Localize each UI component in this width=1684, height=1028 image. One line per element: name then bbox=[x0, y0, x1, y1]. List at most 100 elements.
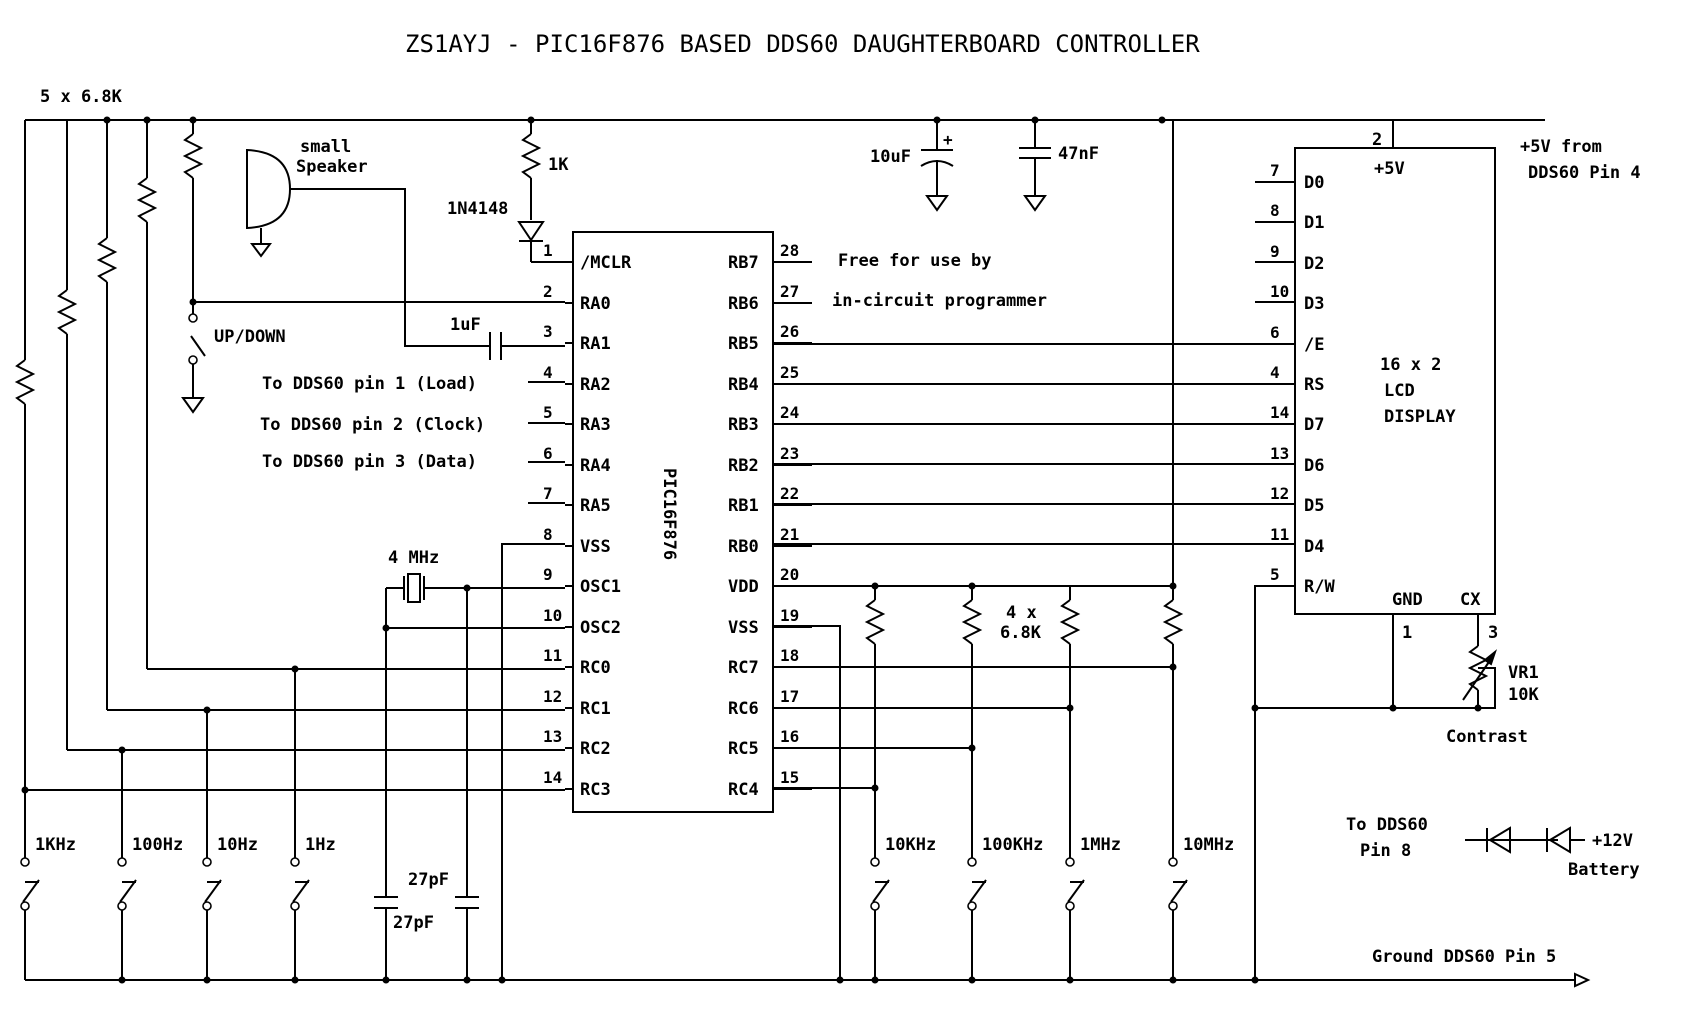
switch-right-2: 1MHz bbox=[1065, 835, 1121, 980]
capacitor-10uf: + bbox=[920, 120, 954, 212]
lcd-pin-name: D4 bbox=[1304, 537, 1324, 557]
switch-label: 1Hz bbox=[305, 835, 336, 855]
switch-left-2: 10Hz bbox=[202, 835, 258, 980]
chip-pin-number: 14 bbox=[543, 768, 562, 787]
svg-text:+: + bbox=[943, 130, 953, 149]
lcd-pin-name: D0 bbox=[1304, 173, 1324, 193]
contrast-potentiometer bbox=[1462, 645, 1498, 712]
switch-label: 100Hz bbox=[132, 835, 183, 855]
chip-pin-number: 2 bbox=[543, 282, 553, 301]
lcd-label-1: 16 x 2 bbox=[1380, 355, 1441, 375]
lcd-cx-label: CX bbox=[1460, 590, 1481, 610]
lcd-pin-number: 9 bbox=[1270, 242, 1280, 261]
chip-pin-number: 11 bbox=[543, 646, 562, 665]
mclr-network bbox=[517, 120, 565, 263]
lcd-pin-number: 12 bbox=[1270, 484, 1289, 503]
chip-pin-name: VDD bbox=[728, 577, 759, 597]
data-label: To DDS60 pin 3 (Data) bbox=[262, 452, 477, 472]
lcd-pin-name: /E bbox=[1304, 335, 1324, 355]
chip-pin-number: 9 bbox=[543, 565, 553, 584]
chip-pin-name: RC7 bbox=[728, 658, 759, 678]
ground-label: Ground DDS60 Pin 5 bbox=[1372, 947, 1556, 967]
cap-27pf-label-a: 27pF bbox=[408, 870, 449, 890]
supply-label-2: DDS60 Pin 4 bbox=[1528, 163, 1641, 183]
pullups-right-label-1: 4 x bbox=[1006, 603, 1037, 623]
speaker-label-1: small bbox=[300, 137, 351, 157]
chip-pin-name: RC0 bbox=[580, 658, 611, 678]
lcd-pin1-num: 1 bbox=[1402, 623, 1412, 643]
lcd-label-3: DISPLAY bbox=[1384, 407, 1456, 427]
chip-pin-number: 19 bbox=[780, 606, 799, 625]
chip-pin-number: 15 bbox=[780, 768, 799, 787]
chip-name: PIC16F876 bbox=[659, 468, 679, 560]
chip-pin-number: 12 bbox=[543, 687, 562, 706]
pullup-resistor-rc2 bbox=[56, 120, 565, 751]
lcd-pin-name: D6 bbox=[1304, 456, 1324, 476]
chip-pin-number: 21 bbox=[780, 525, 799, 544]
lcd-pin-name: D2 bbox=[1304, 254, 1324, 274]
lcd-module bbox=[1294, 120, 1496, 615]
chip-pin-name: RC3 bbox=[580, 780, 611, 800]
contrast-label: Contrast bbox=[1446, 727, 1528, 747]
dds-pin8-label-2: Pin 8 bbox=[1360, 841, 1411, 861]
chip-pin-name: RC4 bbox=[728, 780, 759, 800]
battery-diodes bbox=[1465, 826, 1585, 854]
chip-pin-name: RA4 bbox=[580, 456, 611, 476]
supply-rail bbox=[25, 116, 1545, 124]
pullup-resistor-rc0 bbox=[136, 120, 565, 670]
vr1-label-1: VR1 bbox=[1508, 663, 1539, 683]
lcd-pin2-num: 2 bbox=[1372, 130, 1382, 150]
chip-pin-number: 22 bbox=[780, 484, 799, 503]
chip-pin-name: RC1 bbox=[580, 699, 611, 719]
cap-1uf-label: 1uF bbox=[450, 315, 481, 335]
switch-label: 10KHz bbox=[885, 835, 936, 855]
chip-pin-number: 27 bbox=[780, 282, 799, 301]
lcd-pin-name: D5 bbox=[1304, 496, 1324, 516]
lcd-pin-number: 7 bbox=[1270, 161, 1280, 180]
load-label: To DDS60 pin 1 (Load) bbox=[262, 374, 477, 394]
lcd-5v-label: +5V bbox=[1374, 159, 1405, 179]
chip-pin-number: 7 bbox=[543, 484, 553, 503]
chip-pin-number: 28 bbox=[780, 241, 799, 260]
lcd-pin-number: 6 bbox=[1270, 323, 1280, 342]
switch-left-3: 1Hz bbox=[290, 835, 336, 980]
supply-label-1: +5V from bbox=[1520, 137, 1602, 157]
chip-pin-number: 5 bbox=[543, 403, 553, 422]
switch-label: 100KHz bbox=[982, 835, 1043, 855]
lcd-gnd-label: GND bbox=[1392, 590, 1423, 610]
schematic-title: ZS1AYJ - PIC16F876 BASED DDS60 DAUGHTERB… bbox=[405, 30, 1200, 58]
frequency-switches: 1KHz 100Hz 10Hz 1Hz 10KHz 100KHz 1MHz 10MHz bbox=[20, 665, 1234, 980]
lcd-pin-name: RS bbox=[1304, 375, 1324, 395]
chip-pin-name: RB5 bbox=[728, 334, 759, 354]
lcd-pin-name: D7 bbox=[1304, 415, 1324, 435]
crystal-oscillator bbox=[374, 573, 565, 980]
free-label-2: in-circuit programmer bbox=[832, 291, 1047, 311]
chip-pin-number: 3 bbox=[543, 322, 553, 341]
pullup-resistor-rc1 bbox=[96, 120, 565, 711]
chip-pin-name: RA2 bbox=[580, 375, 611, 395]
lcd-pin-name: D3 bbox=[1304, 294, 1324, 314]
switch-right-1: 100KHz bbox=[967, 835, 1043, 980]
clock-label: To DDS60 pin 2 (Clock) bbox=[260, 415, 485, 435]
chip-pin-name: OSC2 bbox=[580, 618, 621, 638]
chip-pin-name: RC5 bbox=[728, 739, 759, 759]
free-label-1: Free for use by bbox=[838, 251, 992, 271]
pullups-right-label-2: 6.8K bbox=[1000, 623, 1042, 643]
chip-pin-name: RB3 bbox=[728, 415, 759, 435]
vr1-label-2: 10K bbox=[1508, 685, 1539, 705]
switch-label: 10MHz bbox=[1183, 835, 1234, 855]
chip-pin-number: 4 bbox=[543, 363, 553, 382]
switch-label: 10Hz bbox=[217, 835, 258, 855]
switch-left-0: 1KHz bbox=[20, 835, 76, 980]
chip-pin-name: RA1 bbox=[580, 334, 611, 354]
lcd-pin-name: D1 bbox=[1304, 213, 1324, 233]
chip-pin-name: /MCLR bbox=[580, 253, 632, 273]
chip-pin-name: RC6 bbox=[728, 699, 759, 719]
lcd-pin-number: 8 bbox=[1270, 201, 1280, 220]
lcd-pin3-num: 3 bbox=[1488, 623, 1498, 643]
chip-pin-number: 25 bbox=[780, 363, 799, 382]
capacitor-1uf bbox=[489, 332, 565, 360]
chip-pin-number: 10 bbox=[543, 606, 562, 625]
cap-27pf-label-b: 27pF bbox=[393, 913, 434, 933]
